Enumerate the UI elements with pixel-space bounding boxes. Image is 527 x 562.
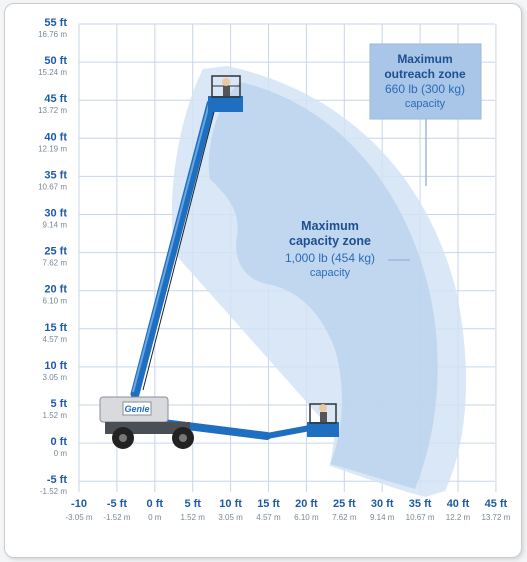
x-tick-label-m: 6.10 m [294, 513, 319, 522]
rear-hub [119, 434, 127, 442]
y-tick-label-ft: 40 ft [44, 131, 67, 143]
y-tick-label-m: 10.67 m [38, 182, 67, 191]
brand-plate [122, 401, 152, 416]
y-tick-label-ft: 25 ft [44, 246, 67, 258]
y-tick-label-m: 0 m [54, 449, 68, 458]
x-axis-labels: -10 -3.05 m -5 ft -1.52 m 0 ft 0 m 5 ft 1.52 m 1… [65, 498, 510, 522]
chart-card: Maximum outreach zone 660 lb (300 kg) ca… [4, 3, 522, 558]
x-tick-label-ft: 30 ft [371, 498, 394, 510]
outreach-title-line1: Maximum [397, 52, 452, 66]
x-tick-label-ft: 15 ft [257, 498, 280, 510]
x-tick-label-ft: 35 ft [409, 498, 432, 510]
y-tick-label-ft: 5 ft [51, 398, 68, 410]
y-tick-label-ft: -5 ft [47, 474, 68, 486]
x-tick-label-ft: 20 ft [295, 498, 318, 510]
x-tick-label-ft: -10 [71, 498, 87, 510]
x-tick-label-m: 4.57 m [256, 513, 281, 522]
y-tick-label-ft: 30 ft [44, 208, 67, 220]
x-tick-label-m: 3.05 m [218, 513, 243, 522]
x-tick-label-m: -1.52 m [103, 513, 130, 522]
outreach-load: 660 lb (300 kg) [385, 82, 465, 96]
y-tick-label-ft: 0 ft [51, 436, 68, 448]
front-hub [179, 434, 187, 442]
y-tick-label-m: 12.19 m [38, 144, 67, 153]
capacity-load: 1,000 lb (454 kg) [285, 251, 375, 265]
lowered-jib [264, 425, 313, 439]
outreach-zone-box [369, 43, 482, 120]
brand-logo: Genie [124, 404, 149, 414]
outreach-title-line2: outreach zone [384, 67, 466, 81]
boom-lift-machine: Genie [99, 75, 339, 449]
y-tick-label-m: 7.62 m [43, 259, 68, 268]
y-tick-label-m: -1.52 m [40, 487, 67, 496]
y-tick-label-m: 15.24 m [38, 68, 67, 77]
capacity-title-line1: Maximum [301, 219, 359, 233]
y-tick-label-m: 9.14 m [43, 221, 68, 230]
capacity-title-line2: capacity zone [289, 234, 371, 248]
x-tick-label-ft: 45 ft [485, 498, 508, 510]
capacity-caption: capacity [310, 267, 351, 279]
y-tick-label-ft: 35 ft [44, 169, 67, 181]
x-tick-label-m: 13.72 m [481, 513, 510, 522]
raised-boom-hose [142, 107, 216, 391]
x-tick-label-ft: 40 ft [447, 498, 470, 510]
raised-boom-highlight [132, 103, 210, 393]
working-envelope-diagram: Maximum outreach zone 660 lb (300 kg) ca… [38, 17, 511, 522]
capacity-zone-envelope [208, 82, 438, 489]
x-tick-label-m: 12.2 m [446, 513, 471, 522]
y-tick-label-m: 6.10 m [43, 297, 68, 306]
y-tick-label-m: 4.57 m [43, 335, 68, 344]
y-tick-label-ft: 50 ft [44, 55, 67, 67]
y-tick-label-ft: 55 ft [44, 17, 67, 29]
lowered-platform [307, 403, 339, 437]
raised-boom [130, 99, 216, 399]
x-tick-label-ft: 0 ft [147, 498, 164, 510]
x-tick-label-m: 9.14 m [370, 513, 395, 522]
outreach-caption: capacity [405, 98, 446, 110]
raised-platform [208, 75, 243, 112]
y-tick-label-m: 16.76 m [38, 30, 67, 39]
x-tick-label-m: -3.05 m [65, 513, 92, 522]
y-tick-label-m: 1.52 m [43, 411, 68, 420]
x-tick-label-ft: 25 ft [333, 498, 356, 510]
x-tick-label-m: 7.62 m [332, 513, 357, 522]
x-tick-label-ft: 10 ft [219, 498, 242, 510]
y-tick-label-ft: 20 ft [44, 284, 67, 296]
x-tick-label-m: 0 m [148, 513, 162, 522]
y-tick-label-ft: 10 ft [44, 360, 67, 372]
y-tick-label-ft: 45 ft [44, 93, 67, 105]
x-tick-label-ft: -5 ft [107, 498, 128, 510]
x-tick-label-m: 10.67 m [406, 513, 435, 522]
x-tick-label-m: 1.52 m [180, 513, 205, 522]
x-tick-label-ft: 5 ft [184, 498, 201, 510]
y-tick-label-ft: 15 ft [44, 322, 67, 334]
y-tick-label-m: 3.05 m [43, 373, 68, 382]
y-tick-label-m: 13.72 m [38, 106, 67, 115]
